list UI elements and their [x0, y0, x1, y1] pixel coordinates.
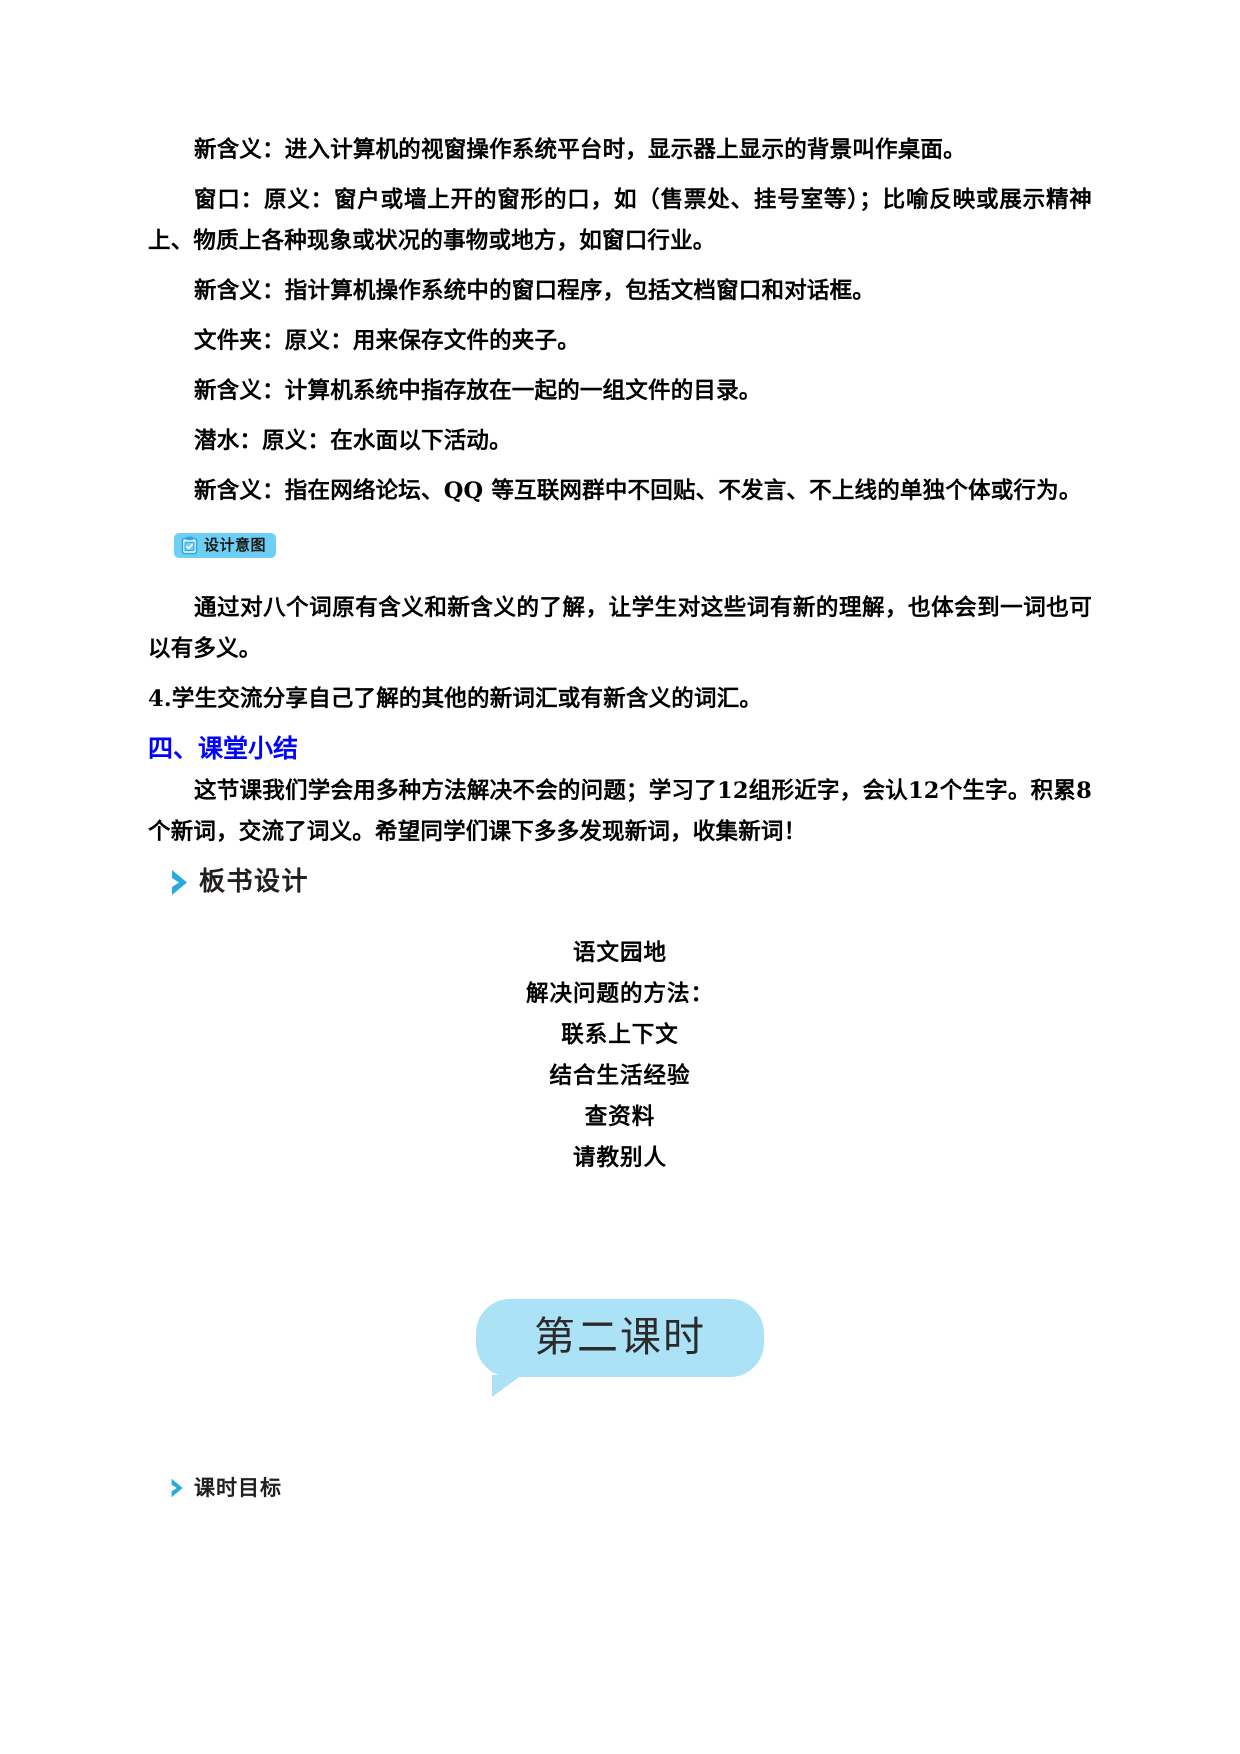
paragraph: 潜水：原义：在水面以下活动。: [194, 428, 512, 454]
blackboard-content: 语文园地 解决问题的方法： 联系上下文 结合生活经验 查资料 请教别人: [148, 933, 1092, 1179]
chevron-right-icon: [170, 869, 190, 896]
speech-bubble: 第二课时: [476, 1299, 764, 1397]
clipboard-check-icon: [181, 536, 198, 555]
design-intent-text: 通过对八个词原有含义和新含义的了解，让学生对这些词有新的理解，也体会到一词也可以…: [148, 595, 1092, 662]
blackboard-line: 语文园地: [572, 940, 667, 966]
blackboard-line: 联系上下文: [561, 1022, 679, 1048]
paragraph: 新含义：指在网络论坛、QQ 等互联网群中不回贴、不发言、不上线的单独个体或行为。: [194, 478, 1082, 504]
lesson-period-banner: 第二课时: [148, 1299, 1092, 1397]
page-content: 新含义：进入计算机的视窗操作系统平台时，显示器上显示的背景叫作桌面。 窗口：原义…: [148, 130, 1092, 1509]
section-heading-blackboard: 板书设计: [170, 867, 1092, 897]
paragraph: 新含义：指计算机操作系统中的窗口程序，包括文档窗口和对话框。: [194, 278, 876, 304]
blackboard-line: 请教别人: [572, 1145, 667, 1171]
paragraph: 窗口：原义：窗户或墙上开的窗形的口，如（售票处、挂号室等）；比喻反映或展示精神上…: [148, 187, 1092, 254]
section-heading-summary: 四、课堂小结: [148, 734, 299, 763]
chevron-right-icon: [170, 1478, 185, 1498]
design-intent-label: 设计意图: [204, 536, 267, 554]
blackboard-heading-label: 板书设计: [199, 867, 310, 897]
summary-text: 这节课我们学会用多种方法解决不会的问题；学习了12组形近字，会认12个生字。积累…: [148, 778, 1092, 845]
design-intent-badge: 设计意图: [174, 533, 277, 558]
blackboard-line: 结合生活经验: [549, 1063, 691, 1089]
blackboard-line: 查资料: [584, 1104, 656, 1130]
paragraph: 新含义：计算机系统中指存放在一起的一组文件的目录。: [194, 378, 762, 404]
paragraph: 文件夹：原义：用来保存文件的夹子。: [194, 328, 580, 354]
list-item-4: 4.学生交流分享自己了解的其他的新词汇或有新含义的词汇。: [148, 686, 763, 712]
blackboard-line: 解决问题的方法：: [525, 981, 714, 1007]
spacer: [148, 1377, 1092, 1459]
speech-bubble-tail: [492, 1375, 522, 1397]
paragraph: 新含义：进入计算机的视窗操作系统平台时，显示器上显示的背景叫作桌面。: [194, 137, 966, 163]
lesson-period-label: 第二课时: [534, 1313, 706, 1361]
section-heading-objectives: 课时目标: [170, 1473, 1092, 1503]
objectives-heading-label: 课时目标: [194, 1476, 282, 1500]
